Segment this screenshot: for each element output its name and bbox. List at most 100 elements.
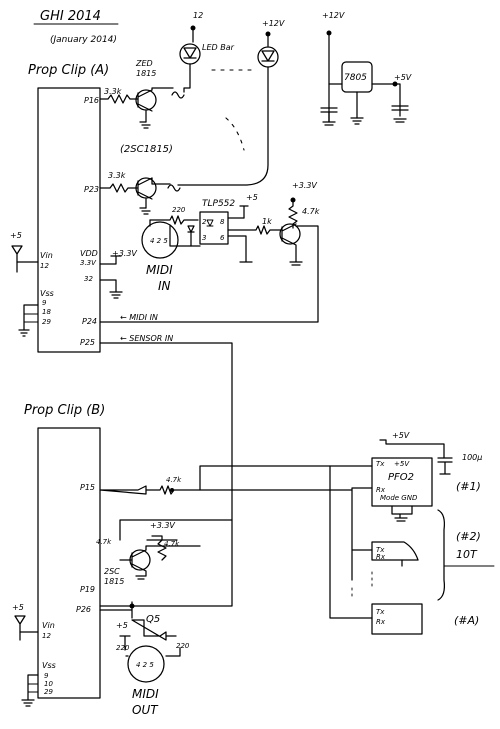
brace [437,509,445,601]
tx-b-label: Tx [376,608,385,616]
pin-a-p23: P23 [84,185,99,194]
pin-a-vss: Vss [40,289,54,298]
squiggle-2 [167,184,181,192]
reg-cap-right [391,105,409,123]
pin-b-vss-10: 10 [44,680,53,688]
pin-a-vdd-num: 32 [84,275,93,283]
q5-label: Q5 [146,614,160,625]
squiggle-1 [171,91,185,99]
v12-right-label: +12V [262,19,285,28]
r220-b1-label: 220 [116,644,130,652]
date-text: (January 2014) [50,35,117,45]
zed-num: 1815 [136,69,156,78]
transistor-q2 [135,177,157,199]
pin-a-p25: P25 [80,338,95,347]
optocoupler-tlp552 [199,211,229,245]
pin-b-p26: P26 [76,605,91,614]
r47k-d-label: 4.7k [164,540,180,548]
svg-text:Tx: Tx [376,546,385,554]
pfo-5v-label: +5V [394,460,410,468]
rx-b-label: Rx [376,618,386,626]
reg-label: 7805 [344,73,367,83]
tr-b-label: 2SC [104,567,120,576]
v5-b-label: +5 [116,621,128,630]
n1-label: (#1) [456,480,481,493]
pin-b-vin-num: 12 [42,632,51,640]
pin-a-p16: P16 [84,96,99,105]
zed-label: ZED [135,59,153,68]
svg-text:6: 6 [220,234,225,242]
pin-a-vss-29: 29 [42,318,51,326]
midi-out-label: MIDI [132,687,159,701]
pin-b-p19: P19 [80,585,95,594]
pfo2-module [371,457,433,507]
midi-in-arrow: ← MIDI IN [120,313,158,322]
pin-a-vdd-v: 3.3V [80,259,97,267]
v5-left-a: +5 [10,231,22,240]
res-p23 [99,183,138,193]
r47k-c-label: 4.7k [96,538,112,546]
reg-out-label: +5V [394,73,412,82]
v33-b-label: +3.3V [150,521,175,530]
led-bar-label: LED Bar [202,43,235,52]
title-text: GHI 2014 [40,9,101,24]
pin-a-vss-9: 9 [42,299,47,307]
v12-reg-label: +12V [322,11,345,20]
n10-label: 10T [456,548,478,561]
led-2 [257,46,279,68]
sensor-in-arrow: ← SENSOR IN [120,334,173,343]
svg-text:3: 3 [202,234,206,242]
midi-out-label-2: OUT [132,703,159,717]
svg-text:4 2 5: 4 2 5 [136,661,154,669]
pfo-rx-label: Rx [376,486,386,494]
v5-pfo-label: +5V [392,431,410,440]
tlp-v33-label: +3.3V [292,181,317,190]
transistor-q1 [135,89,157,111]
midi-out-connector [127,645,165,683]
svg-text:4 2 5: 4 2 5 [150,237,168,245]
reg-gnd [350,117,364,125]
r47k-b-label: 4.7k [166,476,182,484]
midi-in-label-2: IN [158,279,171,293]
chip-b-label: Prop Clip (B) [24,403,105,418]
na-label: (#A) [454,614,479,627]
res-220-label: 220 [172,206,186,214]
n2-label: (#2) [456,530,481,543]
midi-in-connector [141,221,179,259]
pin-b-vss-29: 29 [44,688,53,696]
res-p16 [99,94,139,104]
pin-a-vin-num: 12 [40,262,49,270]
svg-text:Rx: Rx [376,553,386,561]
vss-a-ground [18,304,39,337]
v33-vdd-label: +3.3V [112,249,137,258]
pin-b-vss: Vss [42,661,56,670]
pin-b-vss-9: 9 [44,672,49,680]
tr-b-num: 1815 [104,577,124,586]
svg-text:2: 2 [202,218,207,226]
module-2 [371,541,419,561]
r1k-label: 1k [262,217,272,226]
pin-a-vdd: VDD [80,249,98,258]
led-dash-2 [225,117,245,151]
pin-b-vin: Vin [42,621,55,630]
res-33k-1: 3.3k [104,87,122,96]
reg-cap-left [320,107,338,126]
q1-emitter-ground [139,121,151,129]
pfo-mode-label: Mode GND [380,494,418,502]
cap-label: 100μ [462,453,482,462]
r220-b2-label: 220 [176,642,190,650]
svg-text:8: 8 [220,218,225,226]
pin-a-vin: Vin [40,251,53,260]
pfo-tx-label: Tx [376,460,385,468]
pin-a-p24: P24 [82,317,97,326]
left-a-ref-arrow [11,245,23,273]
chip-a-body [37,87,101,353]
midi-in-label: MIDI [146,263,173,277]
note-2sc: (2SC1815) [120,144,173,155]
chip-b-body [37,427,101,699]
tlp-v5-label: +5 [246,193,258,202]
v12-led-label: 12 [193,11,203,20]
tlp-label: TLP552 [202,199,235,209]
v5-left-b: +5 [12,603,24,612]
